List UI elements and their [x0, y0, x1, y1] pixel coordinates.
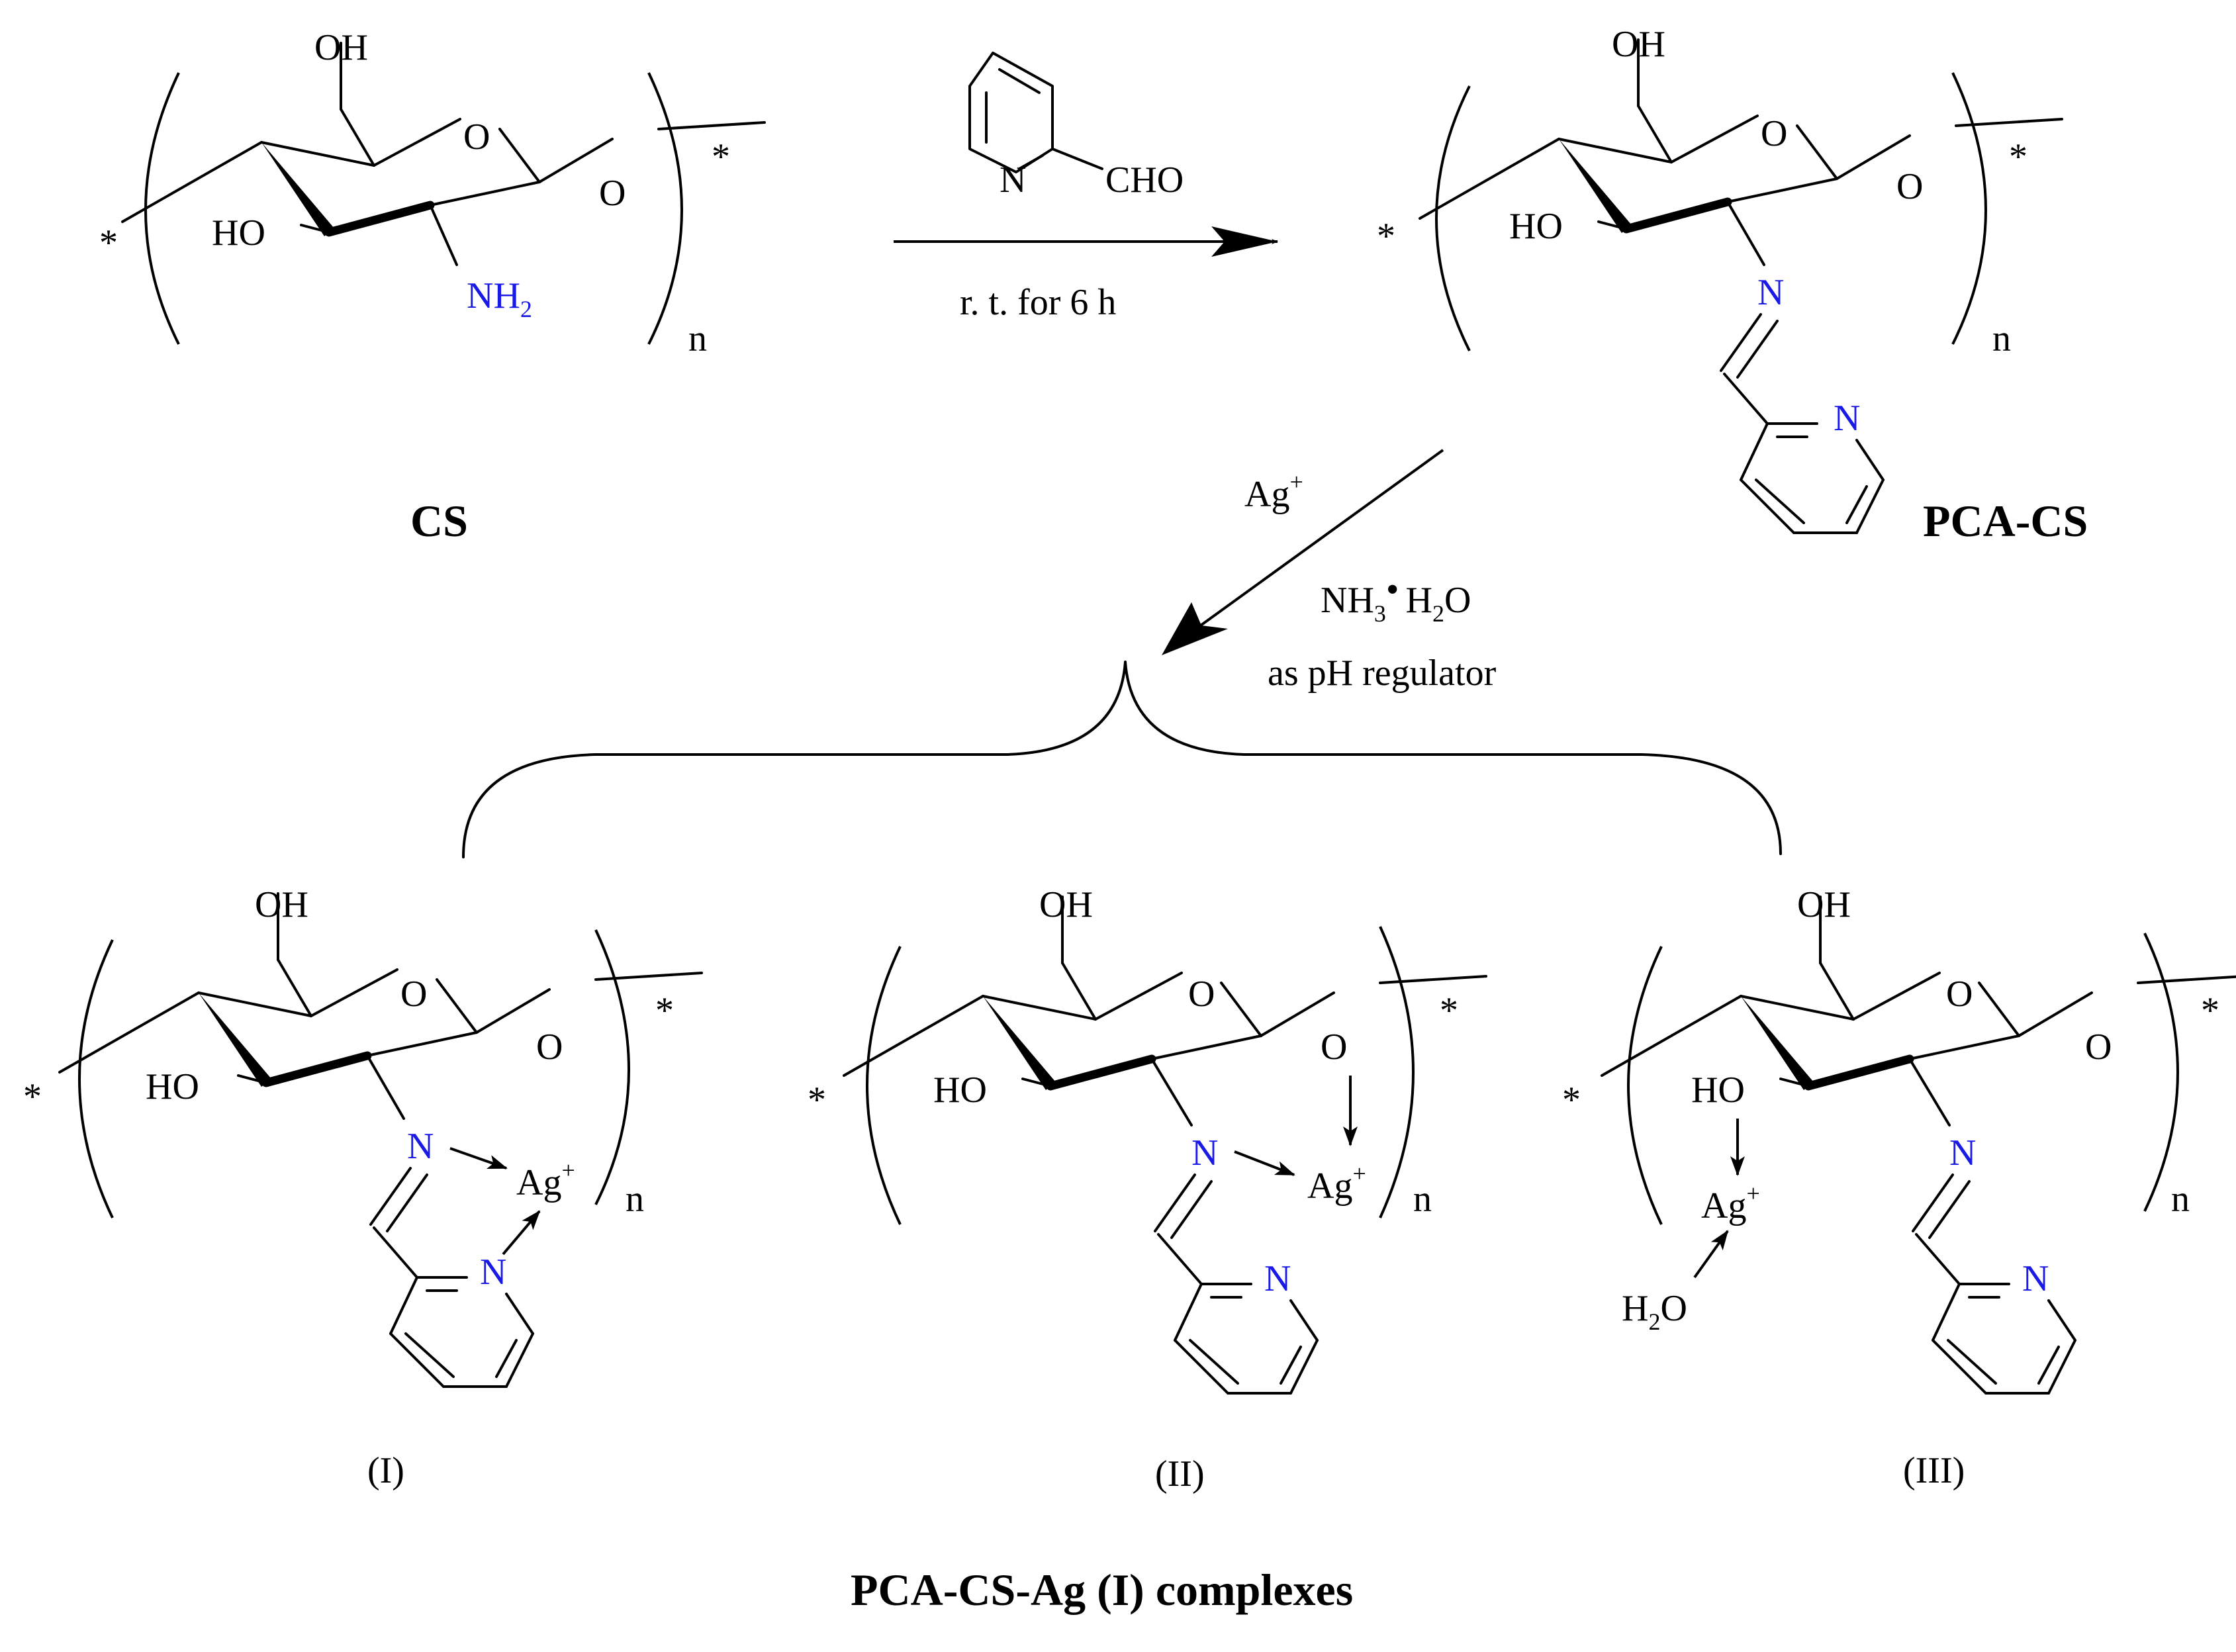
pca-cs-label: PCA-CS	[1923, 496, 2088, 546]
pca-cs-ring-o: O	[1761, 113, 1787, 154]
c2-imine-n: N	[1191, 1132, 1218, 1173]
cs-glyco-o: O	[599, 173, 626, 214]
c3-ring-o: O	[1946, 974, 1973, 1015]
ag-ion: Ag+	[1244, 469, 1303, 515]
complex-1: * * OH O O HO N N Ag+ n (I)	[23, 884, 702, 1491]
c1-n: n	[626, 1179, 644, 1220]
cs-ring-o: O	[463, 116, 490, 158]
c3-star-left: *	[1562, 1079, 1581, 1121]
c3-star-right: *	[2201, 990, 2219, 1031]
complex-3: * * OH O O HO N N Ag+ H2O n (III)	[1562, 884, 2236, 1491]
c3-water: H2O	[1622, 1288, 1687, 1335]
pca-cs-oh: OH	[1612, 24, 1665, 65]
cs-left-paren	[144, 72, 180, 345]
c3-imine-n: N	[1949, 1132, 1976, 1173]
c2-pyr-n: N	[1264, 1258, 1291, 1299]
cs-structure: * * OH O O HO NH2 n CS	[99, 27, 765, 546]
condition-1: r. t. for 6 h	[960, 282, 1116, 323]
c3-oh: OH	[1797, 884, 1851, 925]
pca-cs-n: n	[1992, 318, 2011, 359]
cs-ho: HO	[212, 212, 265, 253]
pca-cs-left-paren	[1435, 85, 1471, 351]
c2-ring-o: O	[1188, 974, 1215, 1015]
complex-3-label: (III)	[1903, 1450, 1965, 1491]
pca-cs-star-right: *	[2009, 136, 2027, 177]
c1-left-paren	[78, 939, 114, 1218]
cs-label: CS	[410, 496, 468, 546]
ammonia-water: NH3•H2O	[1321, 569, 1471, 627]
cs-star-left: *	[99, 222, 118, 263]
c3-pyr-n: N	[2022, 1258, 2049, 1299]
c3-right-paren	[2143, 933, 2179, 1212]
pca-cs-right-paren	[1951, 72, 1987, 345]
c1-oh: OH	[255, 884, 308, 925]
c2-right-paren	[1379, 926, 1415, 1218]
complex-1-label: (I)	[367, 1450, 404, 1491]
c1-glyco-o: O	[536, 1027, 563, 1068]
c1-ring-o: O	[400, 974, 427, 1015]
arrow-2	[1190, 449, 1444, 633]
c3-ag: Ag+	[1701, 1180, 1760, 1226]
reaction-2: Ag+ NH3•H2O as pH regulator	[1162, 449, 1497, 694]
c1-pyr-n: N	[480, 1252, 506, 1293]
c2-star-left: *	[808, 1079, 826, 1121]
c3-left-paren	[1627, 946, 1663, 1225]
reaction-1: N CHO r. t. for 6 h	[894, 52, 1278, 323]
complex-2-label: (II)	[1155, 1453, 1205, 1494]
c1-right-paren	[594, 929, 630, 1205]
pca-cs-pyr-n: N	[1834, 398, 1860, 439]
condition-2: as pH regulator	[1268, 653, 1497, 694]
c3-glyco-o: O	[2085, 1027, 2112, 1068]
c2-left-paren	[866, 946, 902, 1225]
c3-n: n	[2171, 1179, 2190, 1220]
c1-star-left: *	[23, 1076, 42, 1117]
c2-star-right: *	[1440, 990, 1458, 1031]
pca-cs-glyco-o: O	[1896, 166, 1923, 207]
c1-imine-n: N	[407, 1126, 434, 1167]
pca-cs-star-left: *	[1377, 216, 1395, 257]
pca-cs-structure: * * OH O O HO N N n PCA-CS	[1377, 24, 2088, 546]
c1-ag: Ag+	[516, 1157, 575, 1203]
c2-ho: HO	[933, 1070, 987, 1111]
complexes-title: PCA-CS-Ag (I) complexes	[851, 1565, 1353, 1615]
reagent-n: N	[1000, 160, 1026, 201]
complex-2: * * OH O O HO N N Ag+ n (II)	[808, 884, 1486, 1494]
cs-nh2: NH2	[467, 275, 532, 322]
pca-cs-imine-n: N	[1757, 272, 1784, 313]
c2-n: n	[1413, 1179, 1432, 1220]
c2-oh: OH	[1039, 884, 1093, 925]
reagent-cho: CHO	[1105, 160, 1184, 201]
cs-oh: OH	[314, 27, 368, 68]
brace	[462, 661, 1782, 858]
c2-ag: Ag+	[1307, 1160, 1366, 1207]
c1-ho: HO	[146, 1066, 199, 1107]
cs-star-right: *	[712, 136, 730, 177]
cs-n: n	[688, 318, 707, 359]
pca-cs-ho: HO	[1509, 206, 1563, 247]
c2-glyco-o: O	[1321, 1027, 1347, 1068]
c1-star-right: *	[655, 990, 674, 1031]
cs-right-paren	[647, 72, 683, 345]
c3-ho: HO	[1691, 1070, 1745, 1111]
